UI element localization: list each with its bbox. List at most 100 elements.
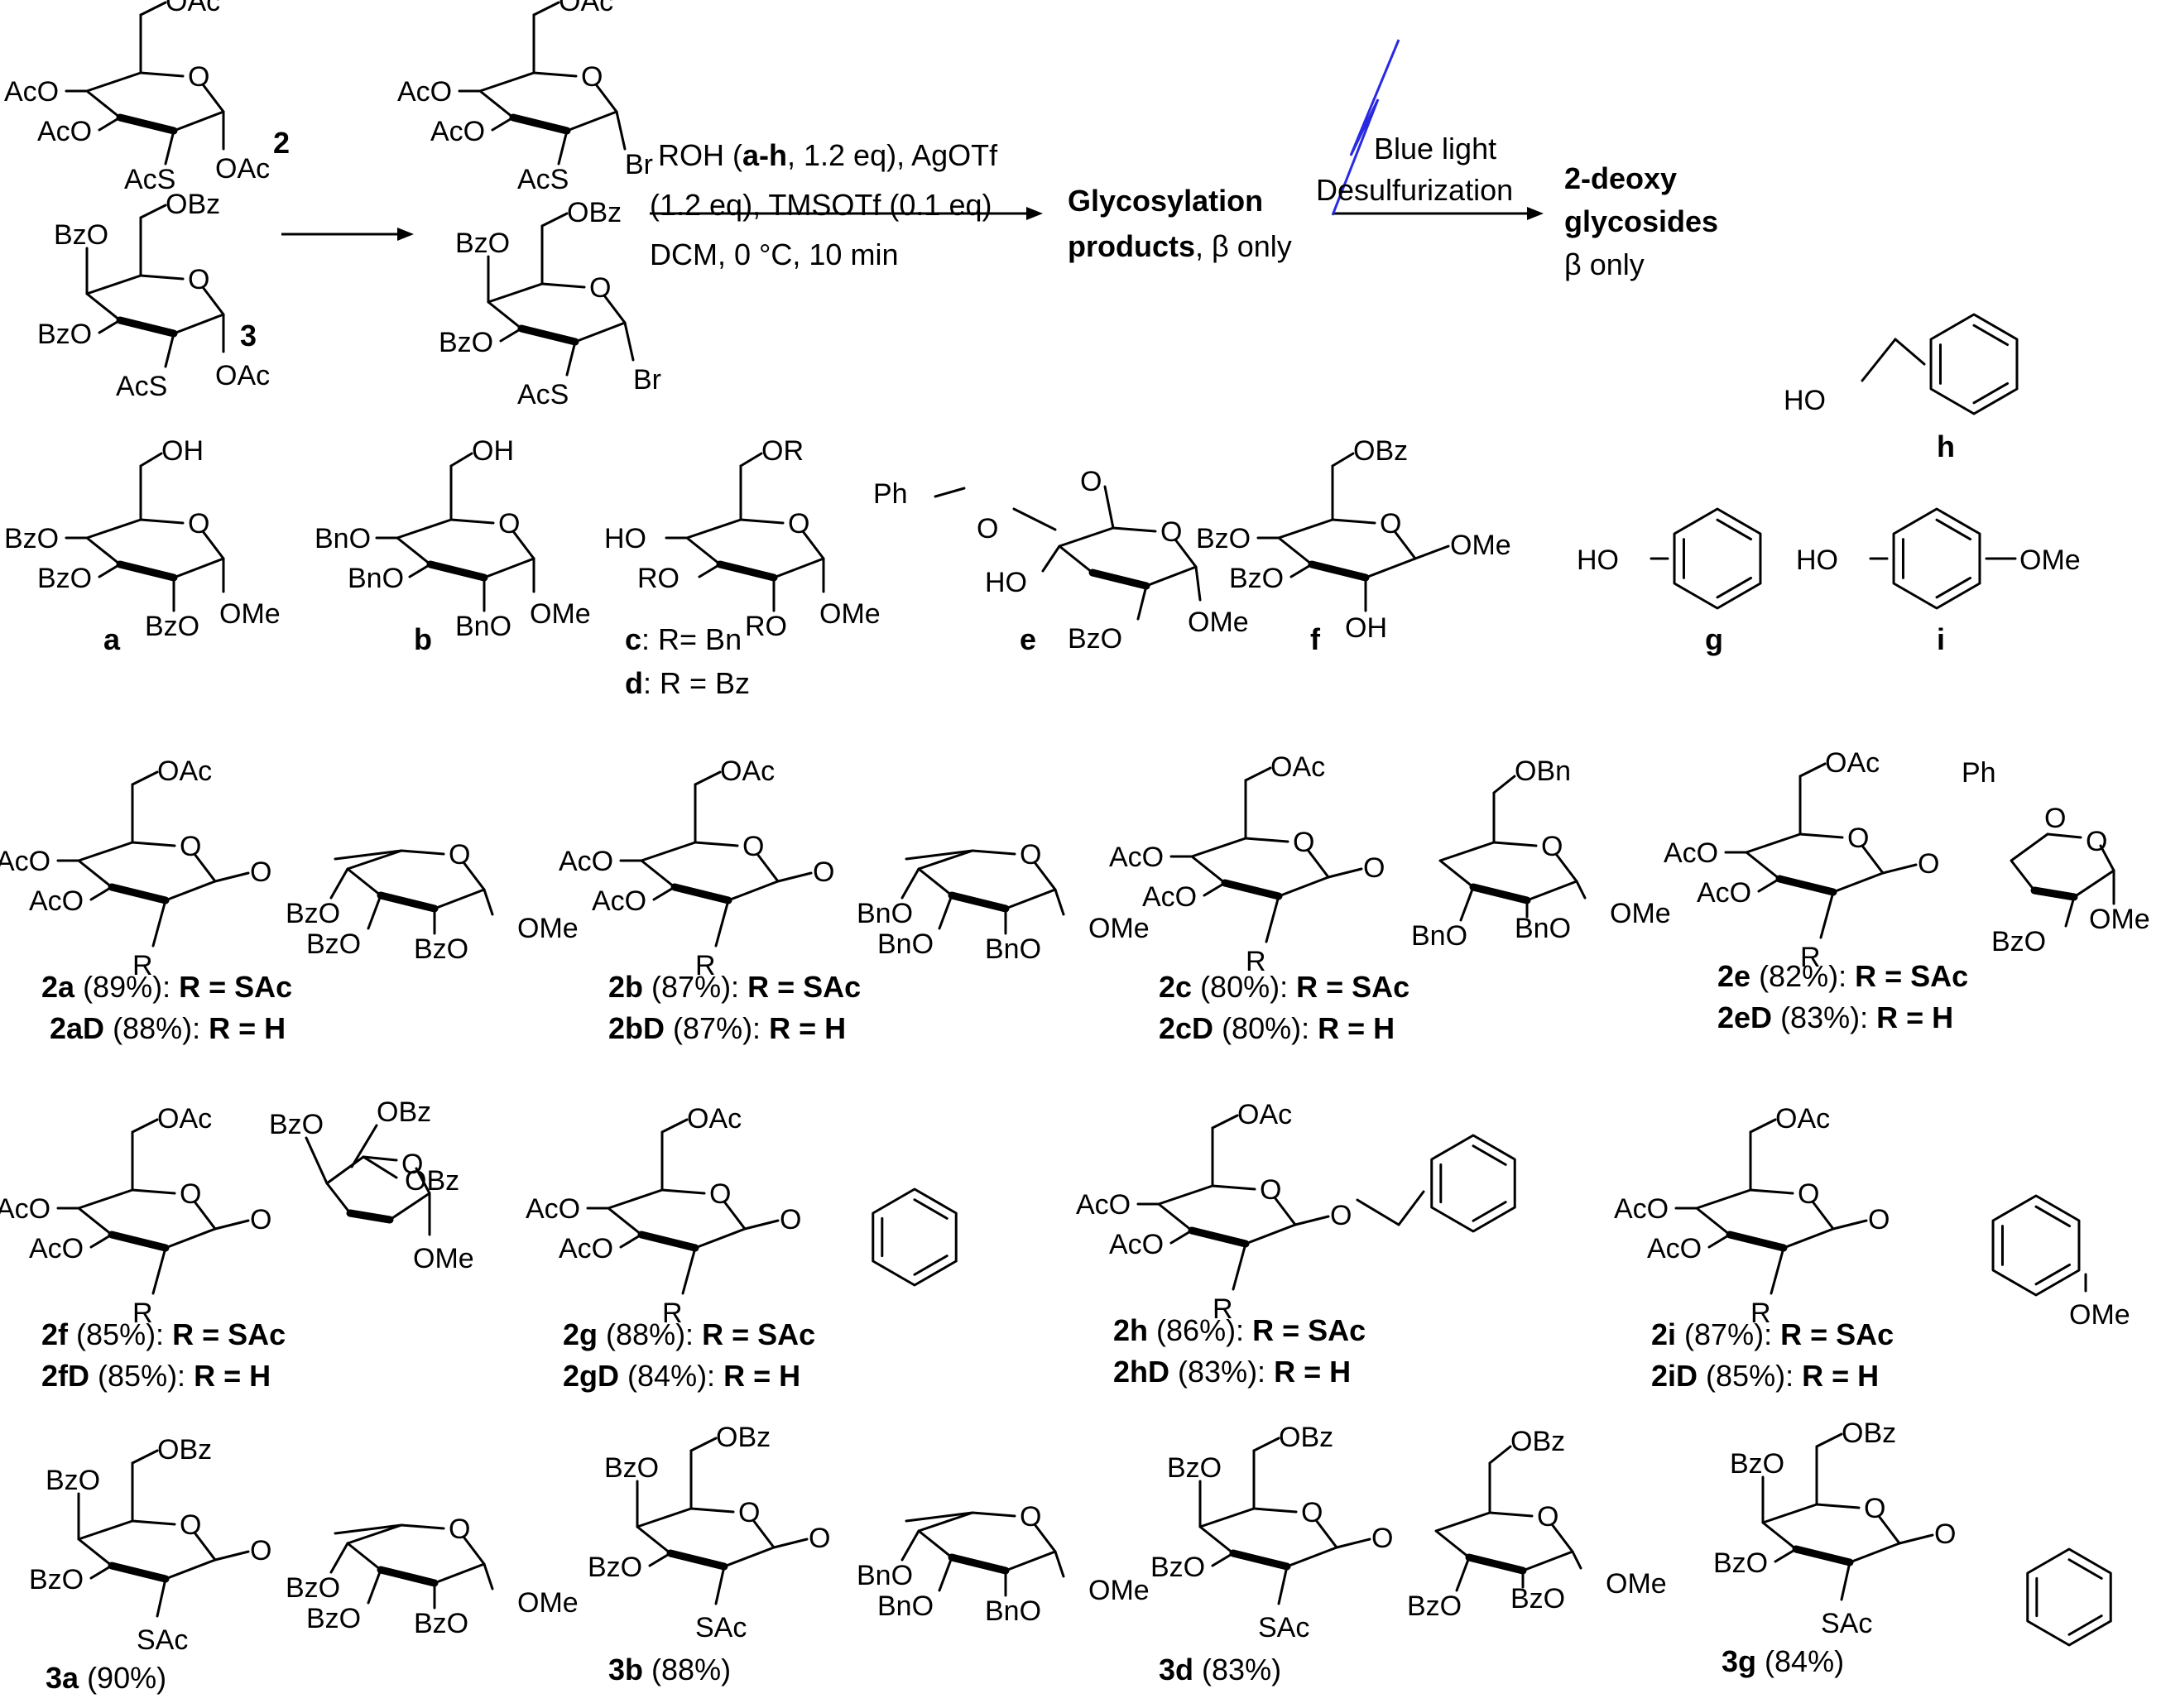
bond xyxy=(670,883,732,904)
benzene-double-bond xyxy=(2067,1614,2103,1636)
atom-label-o: O xyxy=(188,61,209,93)
bond xyxy=(1054,888,1065,916)
bond xyxy=(619,1233,643,1249)
benzene-double-bond xyxy=(2034,1263,2072,1286)
acceptor-label-h: h xyxy=(1937,429,1955,463)
bond xyxy=(131,841,176,847)
svg-text:2cD (80%): R = H: 2cD (80%): R = H xyxy=(1159,1011,1395,1045)
acceptor-label-f: f xyxy=(1310,622,1321,656)
bond xyxy=(666,1549,728,1571)
atom-label-bzo: BzO xyxy=(286,898,340,929)
atom-label-obz: OBz xyxy=(377,1096,431,1128)
bond xyxy=(139,1,167,17)
benzene-double-bond xyxy=(1972,381,2010,405)
bond xyxy=(1455,1556,1471,1592)
svg-text:2i (87%): R = SAc: 2i (87%): R = SAc xyxy=(1651,1317,1894,1351)
bond xyxy=(1488,1445,1512,1465)
atom-label-ome: OMe xyxy=(1606,1568,1667,1600)
bond xyxy=(1331,518,1376,525)
bond xyxy=(1775,875,1837,896)
bond xyxy=(462,1535,486,1566)
atom-label-bzo: BzO xyxy=(414,933,468,965)
svg-text:2c (80%): R = SAc: 2c (80%): R = SAc xyxy=(1159,970,1409,1004)
atom-label-obz: OBz xyxy=(1353,435,1408,467)
bond xyxy=(1033,1523,1057,1553)
bond xyxy=(698,563,722,578)
bond xyxy=(1575,880,1587,900)
bond xyxy=(1749,1188,1794,1195)
bond xyxy=(509,113,571,135)
bond xyxy=(2064,895,2076,928)
bond xyxy=(193,1200,217,1231)
bond xyxy=(462,861,486,891)
atom-label-ome: OMe xyxy=(530,598,591,630)
bond xyxy=(900,867,920,900)
bond xyxy=(151,899,167,948)
atom-label-bzo: BzO xyxy=(1407,1590,1462,1622)
svg-text:2gD (84%): R = H: 2gD (84%): R = H xyxy=(563,1359,800,1393)
atom-label-o: O xyxy=(1541,831,1563,862)
atom-label-o: O xyxy=(250,856,271,888)
bond xyxy=(532,1,560,17)
atom-label-oac: OAc xyxy=(157,1103,212,1135)
bond xyxy=(1811,1200,1835,1231)
bond xyxy=(388,1192,431,1221)
bond xyxy=(1782,1227,1835,1250)
bond xyxy=(201,530,225,560)
bond xyxy=(346,1209,394,1224)
bond xyxy=(1194,565,1202,602)
arrow-step3-head xyxy=(1527,207,1544,220)
bond xyxy=(685,518,742,566)
bond xyxy=(1136,584,1148,621)
bond xyxy=(1244,766,1272,782)
atom-label-aco: AcO xyxy=(1109,842,1164,873)
atom-label-o: O xyxy=(1934,1518,1956,1550)
bond xyxy=(1211,1552,1235,1567)
bond xyxy=(367,1568,382,1605)
atom-label-aco: AcO xyxy=(559,1233,613,1264)
atom-label-acs: AcS xyxy=(517,379,569,410)
atom-label-obz: OBz xyxy=(157,1434,212,1466)
bond xyxy=(1306,848,1330,879)
caption-2i: 2i (87%): R = SAc 2iD (85%): R = H xyxy=(1651,1317,1894,1393)
bond xyxy=(491,116,515,132)
caption-3b: 3b (88%) xyxy=(608,1653,731,1686)
arrow-step1-head xyxy=(397,228,414,241)
bond xyxy=(1157,1184,1214,1232)
bond xyxy=(131,1188,176,1195)
atom-label-sac: SAc xyxy=(1258,1612,1309,1643)
atom-label-aco: AcO xyxy=(526,1193,580,1225)
atom-label-oac: OAc xyxy=(1825,747,1880,779)
atom-label-bzo: BzO xyxy=(1229,563,1284,594)
acceptor-label-e: e xyxy=(1020,622,1036,656)
bond xyxy=(694,841,739,847)
atom-label-obz: OBz xyxy=(166,189,220,220)
benzene-double-bond xyxy=(1972,324,2010,347)
light-line2: Desulfurization xyxy=(1316,173,1513,207)
bond xyxy=(565,110,618,132)
bond xyxy=(1881,863,1918,875)
bond xyxy=(172,110,225,132)
atom-label-o: O xyxy=(188,508,209,540)
svg-text:2h (86%): R = SAc: 2h (86%): R = SAc xyxy=(1113,1313,1366,1347)
atom-label-o: O xyxy=(1868,1204,1890,1235)
svg-text:2a (89%): R = SAc: 2a (89%): R = SAc xyxy=(41,970,292,1004)
bond xyxy=(1488,1511,1534,1518)
bond xyxy=(1331,452,1355,468)
bond xyxy=(329,1542,349,1574)
atom-label-o: O xyxy=(180,1178,201,1210)
atom-label-oac: OAc xyxy=(687,1103,742,1135)
atom-label-r: R xyxy=(1750,1298,1771,1329)
benzene-double-bond xyxy=(913,1198,948,1220)
bond xyxy=(681,1246,697,1295)
bond xyxy=(565,340,577,377)
svg-text:2e (82%): R = SAc: 2e (82%): R = SAc xyxy=(1717,959,1968,993)
atom-label-o: O xyxy=(1918,848,1939,880)
bond xyxy=(426,560,488,582)
bond xyxy=(1726,1231,1788,1252)
bond xyxy=(362,1155,398,1162)
bond xyxy=(415,1167,431,1195)
bond xyxy=(1033,861,1057,891)
bond xyxy=(743,1219,780,1231)
bond xyxy=(131,1449,159,1465)
